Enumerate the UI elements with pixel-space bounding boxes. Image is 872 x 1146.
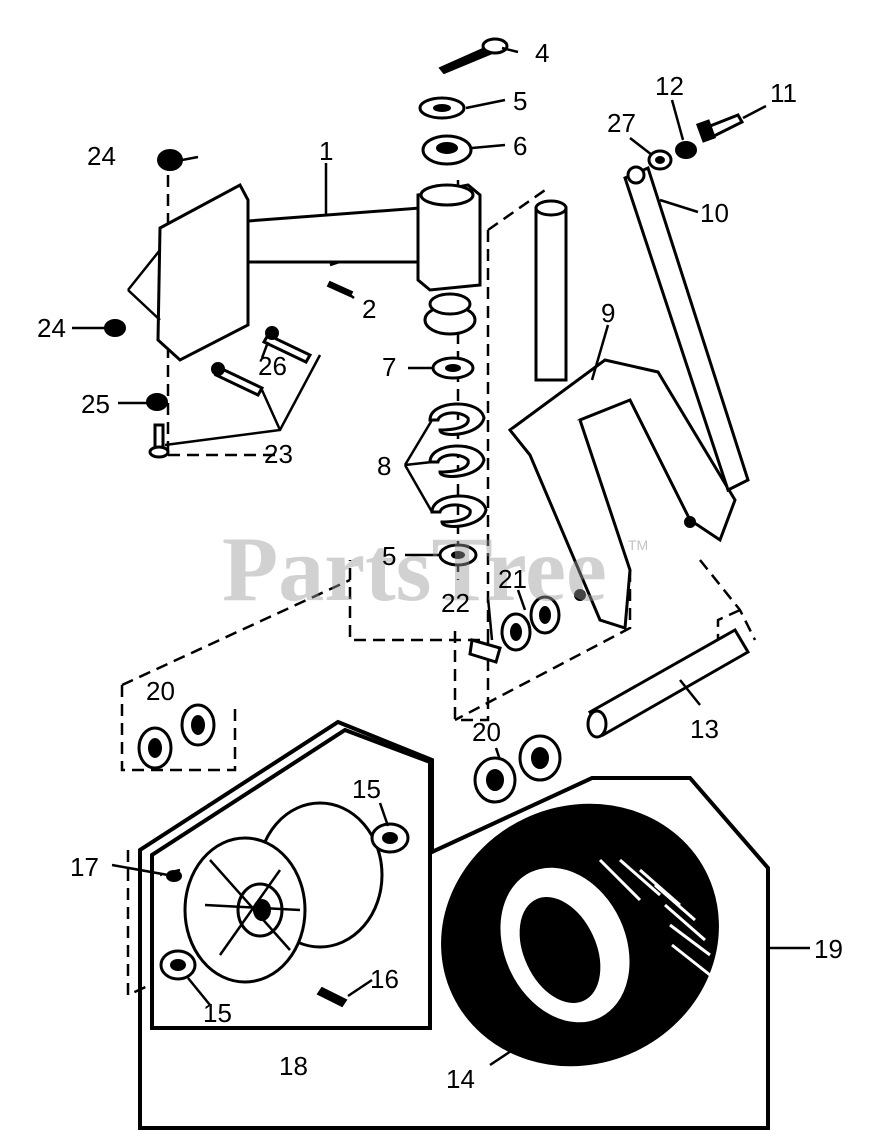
leader-23 (164, 354, 322, 447)
valve-part-16 (316, 986, 348, 1008)
label-part-25: 25 (81, 389, 110, 419)
label-part-24-top: 24 (87, 141, 116, 171)
group-outline-19 (138, 719, 770, 1130)
label-part-16: 16 (370, 964, 399, 994)
caster-fork-part-9 (507, 199, 737, 631)
label-part-5-bottom: 5 (382, 541, 396, 571)
leader-lines (72, 46, 810, 1067)
label-part-27: 27 (607, 108, 636, 138)
label-part-14: 14 (446, 1064, 475, 1094)
tire-part-14 (441, 803, 719, 1067)
label-part-2: 2 (362, 294, 376, 324)
label-part-15-top: 15 (352, 774, 381, 804)
guide-axle (699, 559, 757, 641)
bolts-part-26 (211, 326, 313, 397)
label-part-7: 7 (382, 352, 396, 382)
arm-link-part-10 (623, 165, 750, 493)
nut-part-12 (675, 141, 697, 159)
washer-part-7 (431, 356, 475, 380)
group-outline-18 (150, 727, 432, 1030)
label-part-6: 6 (513, 131, 527, 161)
label-part-13: 13 (690, 714, 719, 744)
label-part-11: 11 (770, 78, 797, 108)
label-part-23: 23 (264, 439, 293, 469)
label-part-22: 22 (441, 588, 470, 618)
label-part-26: 26 (258, 351, 287, 381)
label-part-5-top: 5 (513, 86, 527, 116)
label-part-1: 1 (319, 136, 333, 166)
washer-part-27 (647, 149, 673, 171)
wheel-rim-part-18 (183, 801, 384, 984)
spring-washers-part-8 (428, 402, 488, 528)
washer-part-5-top (418, 96, 466, 120)
label-part-9: 9 (601, 298, 615, 328)
fitting-part-17 (166, 870, 182, 882)
label-part-21: 21 (498, 564, 527, 594)
spindle-bracket-part-1 (127, 182, 482, 362)
bearings-part-20-right (473, 734, 562, 804)
label-part-20-left: 20 (146, 676, 175, 706)
guide-fork-box (348, 186, 632, 722)
watermark-text: PartsTree (222, 518, 607, 620)
guide-bearing-box-left (120, 578, 351, 772)
pin-part-4 (438, 37, 509, 75)
bushing-part-lower (423, 292, 477, 336)
bearings-part-21 (500, 595, 561, 652)
bearing-cap-part-6 (421, 134, 473, 166)
label-part-10: 10 (700, 198, 729, 228)
label-part-8: 8 (377, 451, 391, 481)
clip-part-22 (468, 638, 502, 664)
label-part-20-right: 20 (472, 717, 501, 747)
bolt-part-23 (148, 423, 170, 459)
label-part-18: 18 (279, 1051, 308, 1081)
label-part-17: 17 (70, 852, 99, 882)
watermark-trademark: TM (628, 537, 648, 553)
label-part-19: 19 (814, 934, 843, 964)
bolt-part-11 (696, 113, 745, 143)
nut-part-24-top (157, 149, 183, 171)
bearing-part-15-bottom (159, 949, 197, 981)
label-part-4: 4 (535, 38, 549, 68)
nut-part-24-left (104, 319, 126, 337)
label-part-15-bottom: 15 (203, 998, 232, 1028)
bearings-part-20-left (137, 703, 216, 770)
label-part-24-left: 24 (37, 313, 66, 343)
nut-part-25 (146, 393, 168, 411)
axle-part-13 (586, 627, 751, 739)
bearing-part-15-top (370, 822, 410, 854)
label-part-12: 12 (655, 71, 684, 101)
